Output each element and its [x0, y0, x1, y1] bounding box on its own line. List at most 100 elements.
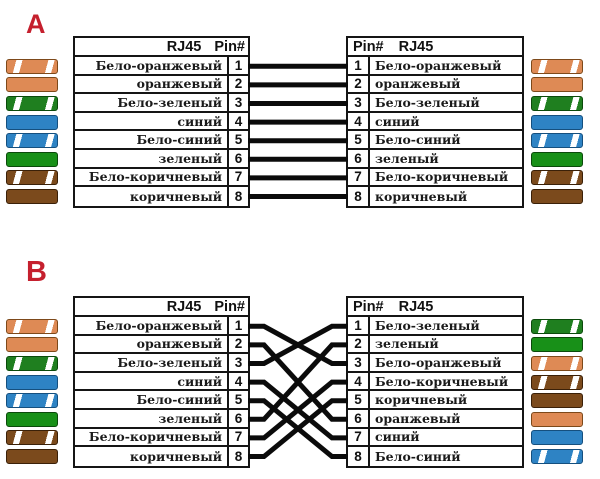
- swatch-white-brown: [6, 430, 58, 446]
- swatch-orange: [6, 337, 58, 353]
- header-rj45-label: RJ45: [398, 298, 434, 315]
- wire-name-label: коричневый: [375, 392, 468, 408]
- wire-name-label: оранжевый: [375, 76, 461, 92]
- wire-name-label: синий: [375, 429, 420, 445]
- swatch-green: [6, 151, 58, 167]
- pin-number: 1: [227, 317, 248, 334]
- table-row: 4 синий: [348, 112, 522, 132]
- swatch-white-blue: [531, 449, 583, 464]
- wire-name-label: зеленый: [375, 150, 439, 166]
- swatch-white-brown: [531, 374, 583, 390]
- pin-number: 5: [227, 391, 248, 408]
- table-header: Pin# RJ45: [348, 298, 522, 317]
- pin-number: 8: [227, 187, 248, 206]
- pin-number: 3: [348, 94, 370, 111]
- swatch-blue: [6, 374, 58, 390]
- pin-number: 8: [227, 447, 248, 466]
- swatch-white-green: [6, 356, 58, 371]
- header-pin-label: Pin#: [214, 298, 245, 315]
- swatch-white-orange: [531, 356, 583, 371]
- swatch-green: [531, 337, 583, 353]
- wire-name-label: синий: [177, 373, 222, 389]
- swatch-brown: [531, 393, 583, 409]
- wire-name-label: Бело-синий: [375, 448, 461, 464]
- wire-name-label: синий: [375, 113, 420, 129]
- swatch-white-brown: [531, 170, 583, 186]
- wire-name-label: оранжевый: [375, 410, 461, 426]
- swatch-white-brown: [6, 170, 58, 186]
- wires-crossover: [248, 323, 348, 459]
- wire-name-label: Бело-оранжевый: [95, 317, 222, 333]
- swatch-brown: [531, 189, 583, 204]
- swatch-white-green: [6, 96, 58, 111]
- pin-number: 6: [348, 149, 370, 167]
- swatch-white-orange: [531, 58, 583, 74]
- pin-number: 4: [227, 372, 248, 390]
- header-pin-label: Pin#: [353, 298, 384, 315]
- wire-name-label: Бело-оранжевый: [375, 57, 502, 73]
- pin-number: 6: [227, 149, 248, 167]
- swatch-orange: [531, 77, 583, 93]
- pin-number: 5: [227, 131, 248, 148]
- table-row: 6 оранжевый: [348, 409, 522, 429]
- wires-straight: [248, 63, 348, 199]
- table-row: 6 зеленый: [348, 149, 522, 169]
- swatch-orange: [6, 77, 58, 93]
- pin-number: 3: [227, 94, 248, 111]
- pin-number: 3: [348, 354, 370, 371]
- table-row: Бело-оранжевый 1: [75, 317, 248, 336]
- table-row: 8 коричневый: [348, 187, 522, 206]
- swatch-white-green: [531, 318, 583, 334]
- swatch-brown: [6, 449, 58, 464]
- wire-name-label: оранжевый: [136, 336, 222, 352]
- pin-number: 3: [227, 354, 248, 371]
- table-row: зеленый 6: [75, 149, 248, 169]
- pin-number: 4: [348, 112, 370, 130]
- wire-name-label: зеленый: [158, 150, 222, 166]
- wire: [248, 342, 348, 422]
- wire-name-label: Бело-оранжевый: [95, 57, 222, 73]
- table-header: Pin#RJ45: [348, 38, 522, 57]
- wire-name-label: Бело-синий: [136, 132, 222, 148]
- wire: [248, 323, 348, 366]
- swatch-brown: [6, 189, 58, 204]
- pin-number: 1: [348, 57, 370, 74]
- swatch-green: [6, 411, 58, 427]
- wire-name-label: Бело-коричневый: [375, 169, 509, 185]
- header-pin-label: Pin#: [353, 38, 384, 55]
- wire-name-label: Бело-зеленый: [375, 317, 480, 333]
- swatch-blue: [6, 114, 58, 130]
- swatch-white-blue: [6, 133, 58, 149]
- wire-name-label: коричневый: [129, 448, 222, 464]
- pin-number: 4: [348, 372, 370, 390]
- table-row: 2 оранжевый: [348, 75, 522, 95]
- swatch-blue: [531, 430, 583, 446]
- wire-name-label: коричневый: [375, 188, 468, 204]
- wire-name-label: Бело-синий: [136, 392, 222, 408]
- pin-number: 8: [348, 187, 370, 206]
- wire-name-label: Бело-зеленый: [375, 94, 480, 110]
- swatch-orange: [531, 411, 583, 427]
- pin-number: 2: [348, 75, 370, 93]
- swatch-white-blue: [531, 133, 583, 149]
- pin-number: 6: [348, 409, 370, 427]
- table-row: Бело-синий 5: [75, 391, 248, 410]
- pin-number: 1: [348, 317, 370, 334]
- swatch-white-green: [531, 96, 583, 111]
- wire-name-label: синий: [177, 113, 222, 129]
